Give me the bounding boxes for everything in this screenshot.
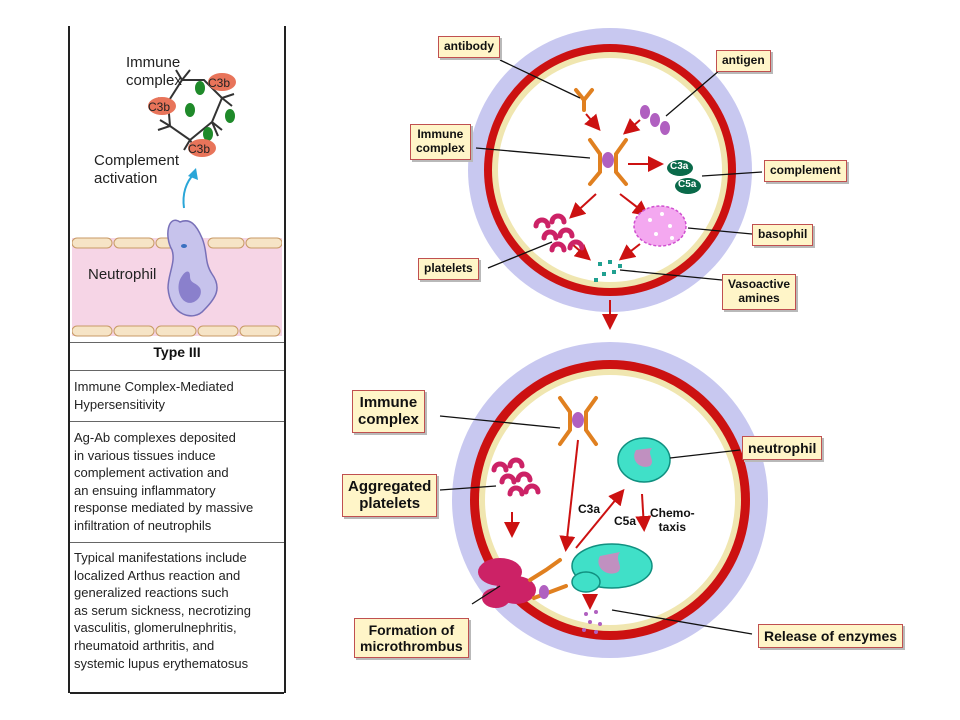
c3b-label-2: C3b	[148, 100, 171, 114]
top-arrows	[569, 113, 664, 330]
bottom-leaders	[439, 415, 753, 635]
neutrophil-label: Neutrophil	[88, 266, 157, 283]
c3b-label-3: C3b	[188, 142, 211, 156]
microthrombus-icon	[478, 558, 536, 608]
c3b-blob-3	[188, 139, 216, 157]
table-row-1: Immune Complex-Mediated Hypersensitivity	[74, 379, 234, 412]
neutrophil-nucleus	[178, 271, 201, 303]
complement-activation-label: Complement activation	[94, 152, 180, 187]
c5a-oval	[675, 178, 701, 194]
type-iii-heading: Type III	[153, 344, 201, 360]
c3b-label-1: C3b	[208, 76, 231, 90]
top-vessel	[468, 28, 752, 312]
vasoactive-amines-icon	[594, 260, 622, 282]
left-figure	[72, 69, 282, 337]
c5a-text-top: C5a	[678, 179, 697, 190]
neutrophil-engaged-icon	[571, 543, 653, 593]
c3a-oval	[667, 160, 693, 176]
immune-complex-label: Immune complex	[126, 54, 182, 89]
label-platelets: platelets	[418, 258, 479, 280]
label-immune-complex-bottom: Immune complex	[352, 390, 425, 433]
endothelium-bottom	[72, 325, 281, 337]
label-antigen: antigen	[716, 50, 771, 72]
c3b-blob-1	[208, 73, 236, 91]
label-immune-complex-top: Immune complex	[410, 124, 471, 160]
antibody-icon	[574, 88, 594, 112]
label-basophil: basophil	[752, 224, 814, 246]
label-neutrophil: neutrophil	[742, 436, 823, 461]
c5a-text-bottom: C5a	[614, 514, 637, 528]
bottom-arrows	[504, 439, 652, 610]
label-complement: complement	[764, 160, 847, 182]
label-antibody: antibody	[438, 36, 500, 58]
label-vasoactive-amines: Vasoactive amines	[722, 274, 797, 310]
table-row-3: Typical manifestations include localized…	[74, 550, 252, 671]
aggregated-platelets-icon	[491, 457, 541, 497]
basophil-icon	[633, 205, 687, 247]
chemotaxis-text: Chemo- taxis	[650, 506, 695, 535]
top-leaders	[475, 59, 763, 281]
enzymes-icon	[582, 610, 602, 634]
platelets-icon	[533, 213, 585, 253]
label-formation-microthrombus: Formation of microthrombus	[354, 618, 469, 659]
table-row-2: Ag-Ab complexes deposited in various tis…	[74, 430, 254, 533]
c3a-text-top: C3a	[670, 161, 689, 172]
c3b-blob-2	[148, 97, 176, 115]
type-iii-panel: Immune complex C3b C3b C3b Complement ac…	[68, 26, 286, 694]
immune-complex-icon	[588, 138, 628, 186]
label-release-enzymes: Release of enzymes	[758, 624, 904, 649]
label-aggregated-platelets: Aggregated platelets	[342, 474, 438, 517]
bottom-immune-complex-icon	[558, 396, 598, 446]
bottom-vessel	[452, 342, 768, 658]
neutrophil-icon	[617, 437, 671, 483]
antigen-icon	[640, 105, 670, 135]
c3a-text-bottom: C3a	[578, 502, 601, 516]
